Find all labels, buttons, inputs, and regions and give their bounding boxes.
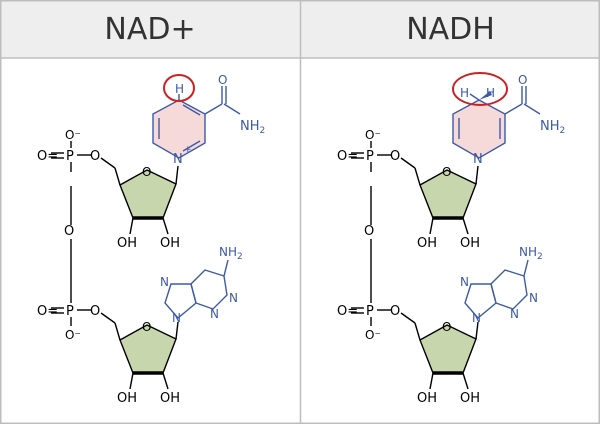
svg-text:O: O xyxy=(518,73,527,87)
hydrogen-label-1: H xyxy=(460,86,469,100)
svg-text:O: O xyxy=(64,224,74,239)
svg-text:OH: OH xyxy=(460,391,480,406)
ribose-top xyxy=(419,169,477,219)
svg-text:O⁻: O⁻ xyxy=(365,128,381,142)
svg-text:N: N xyxy=(172,311,181,325)
svg-text:NH2: NH2 xyxy=(540,119,565,136)
svg-text:O: O xyxy=(390,304,400,319)
svg-text:O: O xyxy=(218,73,227,87)
svg-text:NH2: NH2 xyxy=(519,245,543,262)
svg-text:+: + xyxy=(184,145,192,155)
svg-text:O=: O= xyxy=(337,304,358,319)
svg-text:O=: O= xyxy=(37,149,58,164)
svg-text:O⁻: O⁻ xyxy=(365,328,381,342)
svg-text:P: P xyxy=(366,149,374,164)
svg-text:O: O xyxy=(364,224,374,239)
nicotinamide-ring xyxy=(152,99,206,159)
svg-text:O⁻: O⁻ xyxy=(65,128,81,142)
header-nad-plus: NAD+ xyxy=(0,0,300,58)
svg-text:N: N xyxy=(160,275,169,289)
svg-text:OH: OH xyxy=(160,236,180,251)
svg-text:N: N xyxy=(473,152,483,167)
svg-text:N: N xyxy=(460,275,469,289)
ribose-top xyxy=(119,169,177,219)
svg-text:P: P xyxy=(366,304,374,319)
svg-text:P: P xyxy=(66,149,74,164)
svg-text:OH: OH xyxy=(160,391,180,406)
hydride-highlight-circle xyxy=(452,72,508,106)
hydrogen-label-2: H xyxy=(486,86,495,100)
svg-text:NH2: NH2 xyxy=(240,119,265,136)
svg-text:N: N xyxy=(472,311,481,325)
ribose-bottom xyxy=(119,324,177,374)
svg-text:OH: OH xyxy=(417,391,437,406)
ribose-bottom xyxy=(419,324,477,374)
svg-text:N: N xyxy=(173,152,183,167)
svg-text:O: O xyxy=(90,149,100,164)
svg-text:O=: O= xyxy=(337,149,358,164)
svg-text:O: O xyxy=(442,320,451,334)
svg-text:OH: OH xyxy=(460,236,480,251)
svg-text:O: O xyxy=(142,320,151,334)
svg-text:O: O xyxy=(390,149,400,164)
hydrogen-label: H xyxy=(175,82,184,96)
svg-text:O: O xyxy=(142,165,151,179)
svg-text:O⁻: O⁻ xyxy=(65,328,81,342)
svg-text:OH: OH xyxy=(417,236,437,251)
nad-plus-molecule: O O H O NH2 N + xyxy=(37,73,265,406)
header-nadh: NADH xyxy=(301,0,600,58)
svg-text:N: N xyxy=(210,307,219,321)
hydride-highlight-circle xyxy=(163,74,195,102)
svg-text:OH: OH xyxy=(117,391,137,406)
nadh-molecule: O O H H O NH2 N xyxy=(337,72,565,406)
svg-text:N: N xyxy=(529,291,538,305)
svg-text:O: O xyxy=(90,304,100,319)
svg-text:N: N xyxy=(510,307,519,321)
svg-text:O=: O= xyxy=(37,304,58,319)
svg-text:OH: OH xyxy=(117,236,137,251)
svg-text:O: O xyxy=(442,165,451,179)
svg-text:P: P xyxy=(66,304,74,319)
svg-text:NH2: NH2 xyxy=(219,245,243,262)
nicotinamide-ring xyxy=(452,99,506,159)
svg-text:N: N xyxy=(229,291,238,305)
